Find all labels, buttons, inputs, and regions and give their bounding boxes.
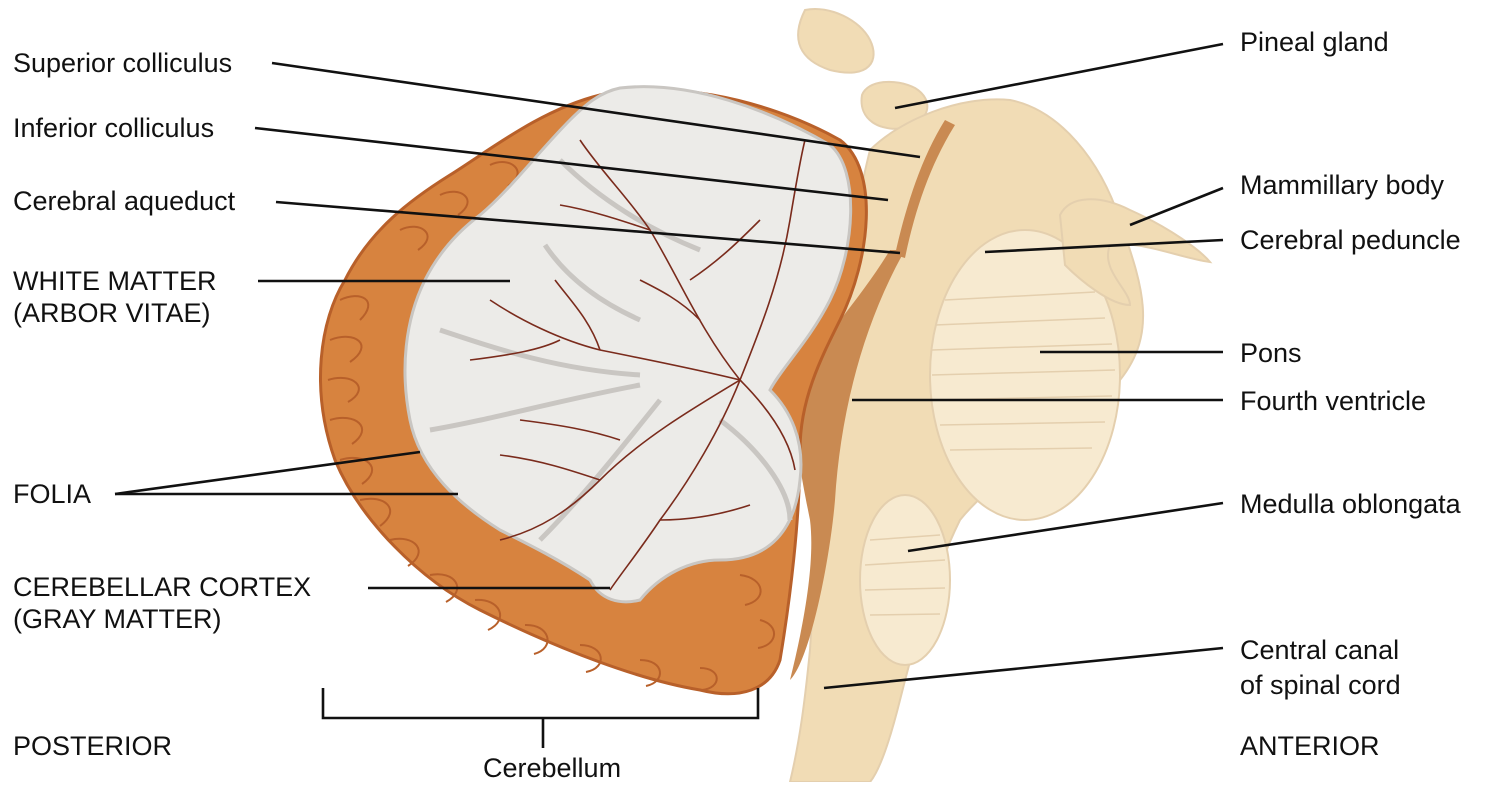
label-white-matter: WHITE MATTER (13, 266, 216, 296)
leader-pineal-gland (895, 44, 1223, 108)
label-cerebral-aqueduct: Cerebral aqueduct (13, 186, 236, 216)
cerebellum-illustration (321, 87, 867, 694)
label-of-spinal-cord: of spinal cord (1240, 670, 1401, 700)
label-folia: FOLIA (13, 479, 91, 509)
diencephalon-tissue (798, 9, 873, 73)
leader-mammillary-body (1130, 188, 1223, 225)
label-cerebellum: Cerebellum (483, 753, 621, 782)
label-mammillary-body: Mammillary body (1240, 170, 1445, 200)
label-pineal-gland: Pineal gland (1240, 27, 1389, 57)
label-medulla-oblongata: Medulla oblongata (1240, 489, 1462, 519)
cerebellum-bracket (323, 688, 758, 748)
label-gray-matter: (GRAY MATTER) (13, 604, 222, 634)
label-posterior: POSTERIOR (13, 731, 172, 761)
label-central-canal: Central canal (1240, 635, 1399, 665)
label-arbor-vitae: (ARBOR VITAE) (13, 298, 211, 328)
medulla-shape (860, 495, 950, 665)
label-inferior-colliculus: Inferior colliculus (13, 113, 214, 143)
label-cerebral-peduncle: Cerebral peduncle (1240, 225, 1461, 255)
label-cerebellar-cortex: CEREBELLAR CORTEX (13, 572, 311, 602)
label-pons: Pons (1240, 338, 1302, 368)
label-superior-colliculus: Superior colliculus (13, 48, 232, 78)
brainstem-illustration (790, 9, 1210, 782)
label-anterior: ANTERIOR (1240, 731, 1380, 761)
label-fourth-ventricle: Fourth ventricle (1240, 386, 1426, 416)
